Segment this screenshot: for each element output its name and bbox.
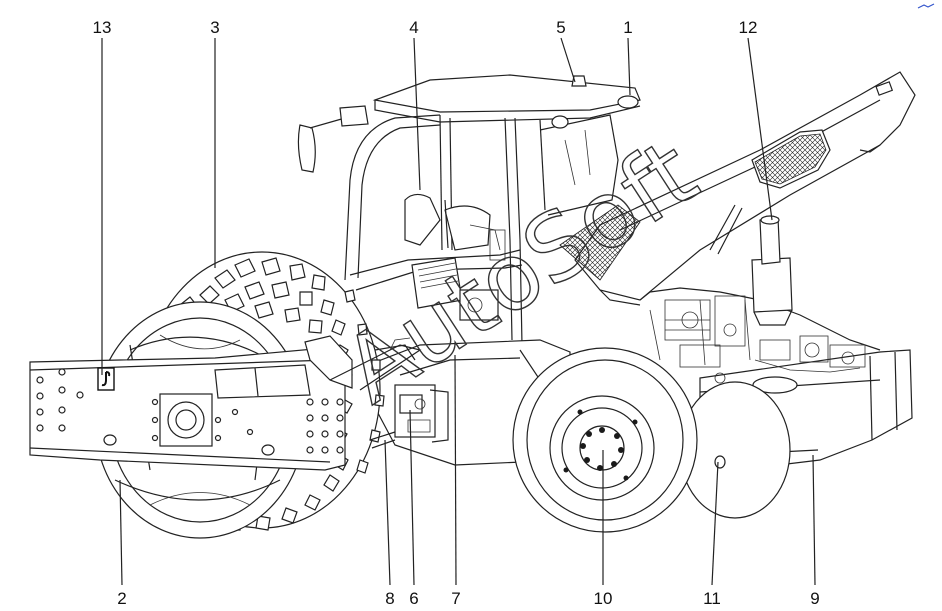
callout-6: 6 [409, 589, 418, 608]
corner-mark-icon [917, 3, 935, 9]
callout-2: 2 [117, 589, 126, 608]
articulation-joint [369, 337, 416, 449]
callout-5: 5 [556, 18, 565, 37]
control-box [411, 257, 499, 321]
leader-lines [101, 37, 816, 586]
side-grille [559, 204, 641, 281]
engine-hood [574, 71, 916, 306]
rear-wheel [512, 347, 791, 533]
frame-bolts [36, 368, 344, 454]
hood-strut [709, 204, 743, 255]
callout-4: 4 [409, 18, 418, 37]
cab [297, 74, 641, 346]
callout-13: 13 [93, 18, 112, 37]
lifting-hook-icon [97, 367, 115, 391]
callout-7: 7 [451, 589, 460, 608]
callout-9: 9 [810, 589, 819, 608]
callout-10: 10 [594, 589, 613, 608]
exhaust-pipe [751, 215, 793, 326]
callout-11: 11 [703, 589, 721, 608]
wheel-bolts [563, 409, 638, 481]
callout-1: 1 [623, 18, 632, 37]
callout-3: 3 [210, 18, 219, 37]
callout-8: 8 [385, 589, 394, 608]
callout-labels: 13 3 4 5 1 12 2 8 6 7 10 11 9 [93, 18, 820, 608]
callout-12: 12 [739, 18, 758, 37]
